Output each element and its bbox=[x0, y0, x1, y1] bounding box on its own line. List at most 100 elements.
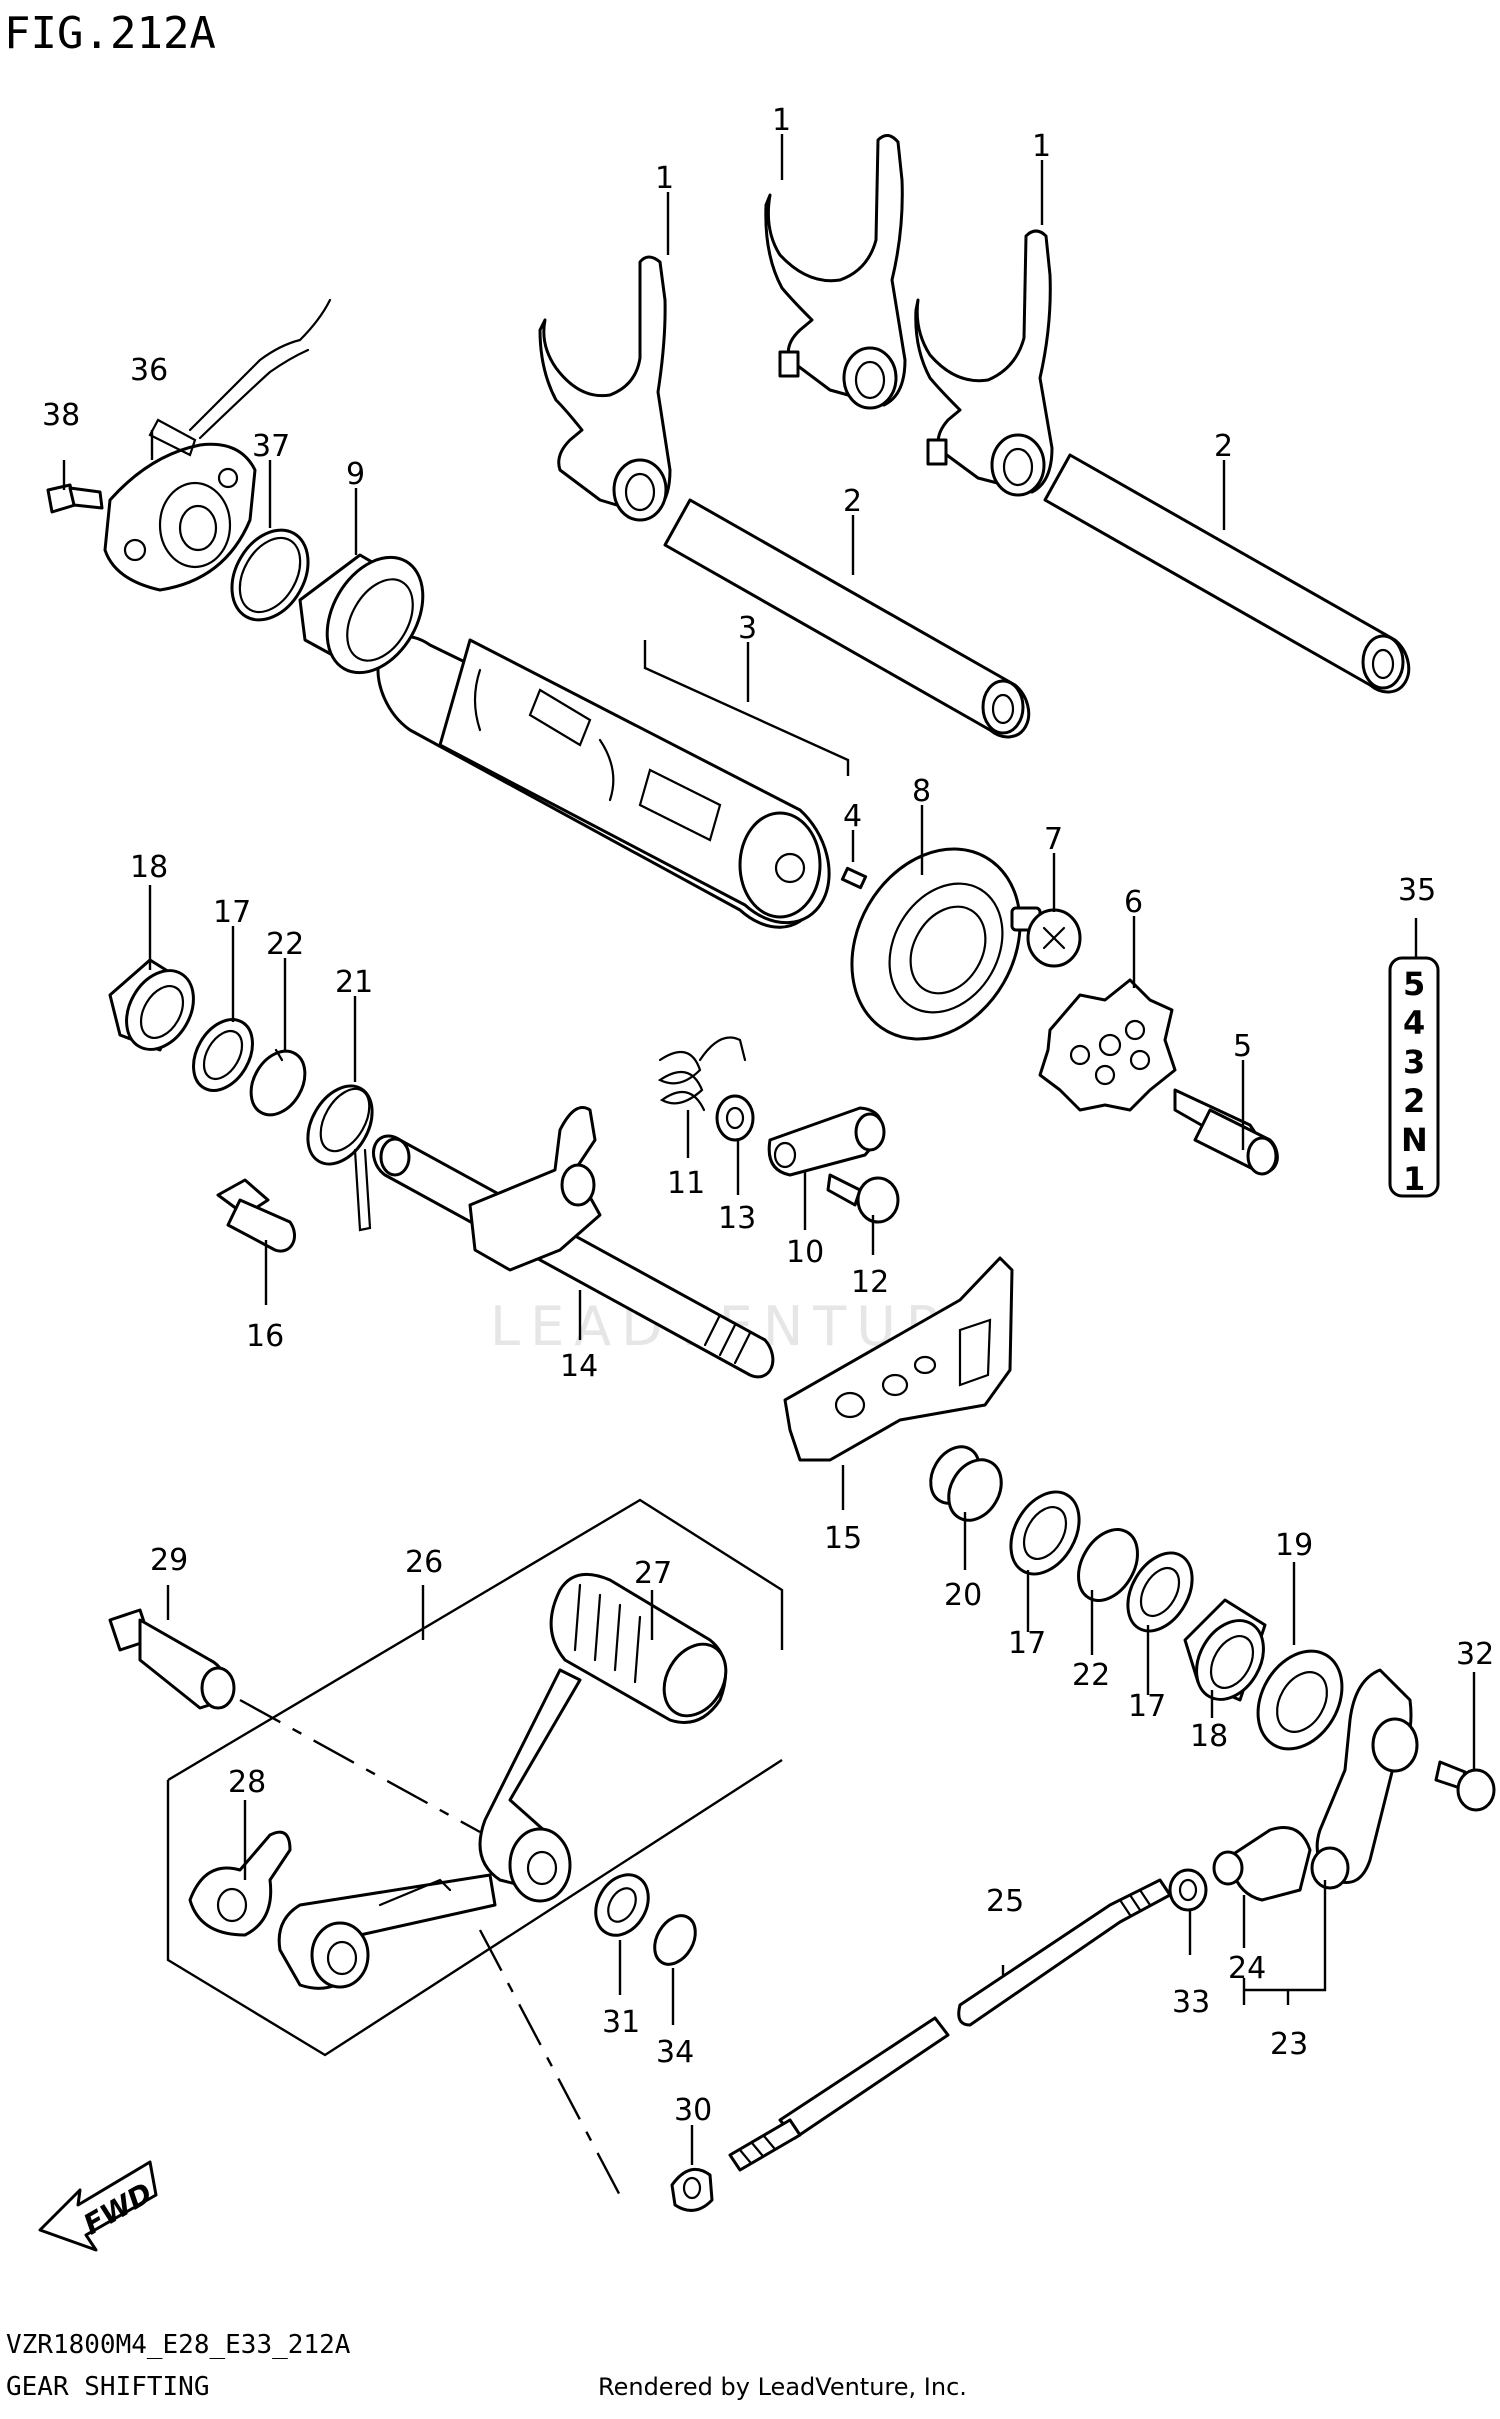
bearing-18a bbox=[108, 958, 195, 1052]
fwd-arrow-icon: FWD bbox=[38, 2160, 158, 2252]
gear-cam-6 bbox=[1038, 978, 1177, 1112]
callout-32: 32 bbox=[1456, 1637, 1494, 1672]
circlip-34 bbox=[653, 1914, 697, 1966]
return-spring-21 bbox=[306, 1084, 374, 1232]
washer-17a bbox=[192, 1018, 254, 1092]
callout-11: 11 bbox=[667, 1166, 705, 1201]
gear-indicator-label-3: 3 bbox=[1403, 1043, 1425, 1081]
callout-28: 28 bbox=[228, 1765, 266, 1800]
gear-indicator-label-n: N bbox=[1401, 1121, 1428, 1159]
callout-numbers: 1 1 1 2 2 3 4 5 6 7 8 9 10 11 12 13 14 1… bbox=[42, 103, 1494, 2128]
spring-washer-20 bbox=[929, 1445, 1003, 1522]
oil-seal-19 bbox=[1256, 1649, 1344, 1751]
pivot-bolt-29 bbox=[108, 1608, 236, 1710]
washer-17c bbox=[1126, 1551, 1194, 1633]
callout-22b: 22 bbox=[1072, 1658, 1110, 1693]
callout-26: 26 bbox=[405, 1545, 443, 1580]
gear-indicator-label-4: 4 bbox=[1403, 1004, 1425, 1042]
callout-14: 14 bbox=[560, 1349, 598, 1384]
callout-33: 33 bbox=[1172, 1985, 1210, 2020]
callout-21: 21 bbox=[335, 965, 373, 1000]
plate-15 bbox=[783, 1256, 1014, 1462]
bolt-7 bbox=[1010, 906, 1082, 968]
model-code: VZR1800M4_E28_E33_212A bbox=[6, 2330, 351, 2360]
shift-fork-1c bbox=[914, 229, 1054, 497]
figure-title: FIG.212A bbox=[4, 8, 216, 59]
callout-2a: 2 bbox=[843, 484, 862, 519]
callout-1c: 1 bbox=[1032, 129, 1051, 164]
fork-shaft-2b bbox=[1043, 453, 1411, 694]
callout-13: 13 bbox=[718, 1201, 756, 1236]
callout-4: 4 bbox=[843, 799, 862, 834]
callout-6: 6 bbox=[1124, 885, 1143, 920]
callout-20: 20 bbox=[944, 1578, 982, 1613]
stopper-bolt-16 bbox=[216, 1178, 296, 1253]
bearing-18b bbox=[1183, 1598, 1267, 1702]
gearshift-lever-23 bbox=[1310, 1668, 1419, 1890]
shift-fork-1b bbox=[764, 134, 907, 410]
callout-29: 29 bbox=[150, 1543, 188, 1578]
washer-31 bbox=[594, 1873, 650, 1937]
callout-31: 31 bbox=[602, 2005, 640, 2040]
washer-13 bbox=[715, 1094, 755, 1142]
leader-lines bbox=[62, 134, 1476, 2165]
gear-indicator-label-2: 2 bbox=[1403, 1082, 1425, 1120]
callout-34: 34 bbox=[656, 2035, 694, 2070]
callout-36: 36 bbox=[130, 353, 168, 388]
nut-33 bbox=[1168, 1868, 1208, 1912]
callout-35: 35 bbox=[1398, 873, 1436, 908]
spring-11 bbox=[657, 1036, 747, 1112]
callout-9: 9 bbox=[346, 457, 365, 492]
callout-5: 5 bbox=[1233, 1029, 1252, 1064]
o-ring-37 bbox=[230, 528, 310, 622]
callout-18b: 18 bbox=[1190, 1719, 1228, 1754]
gear-indicator-label-5: 5 bbox=[1403, 965, 1425, 1003]
callout-37: 37 bbox=[252, 429, 290, 464]
callout-18a: 18 bbox=[130, 850, 168, 885]
callout-10: 10 bbox=[786, 1235, 824, 1270]
callout-19: 19 bbox=[1275, 1528, 1313, 1563]
callout-17c: 17 bbox=[1128, 1689, 1166, 1724]
callout-17b: 17 bbox=[1008, 1626, 1046, 1661]
callout-25: 25 bbox=[986, 1884, 1024, 1919]
nut-30 bbox=[670, 2167, 714, 2212]
gear-indicator-label-1: 1 bbox=[1403, 1160, 1425, 1198]
pedal-rubber-27 bbox=[549, 1572, 728, 1724]
callout-2b: 2 bbox=[1214, 429, 1233, 464]
callout-17a: 17 bbox=[213, 895, 251, 930]
joint-24 bbox=[1212, 1826, 1312, 1902]
callout-27: 27 bbox=[634, 1556, 672, 1591]
pin-4 bbox=[840, 866, 868, 890]
callout-1a: 1 bbox=[655, 161, 674, 196]
shift-drum bbox=[376, 634, 831, 929]
circlip-22a bbox=[249, 1048, 307, 1117]
callout-24: 24 bbox=[1228, 1951, 1266, 1986]
gearshift-shaft-14 bbox=[372, 1106, 775, 1379]
bolt-32 bbox=[1434, 1760, 1496, 1812]
gearshift-rod-25 bbox=[728, 1878, 1172, 2172]
callout-15: 15 bbox=[824, 1521, 862, 1556]
section-name: GEAR SHIFTING bbox=[6, 2372, 210, 2402]
callout-8: 8 bbox=[912, 774, 931, 809]
alignment-line-a bbox=[239, 1698, 481, 1834]
washer-17b bbox=[1009, 1490, 1081, 1576]
callout-23: 23 bbox=[1270, 2027, 1308, 2062]
pedal-assembly-box-26 bbox=[166, 1498, 784, 2057]
pivot-bolt-28 bbox=[188, 1830, 292, 1937]
fork-shaft-2a bbox=[663, 498, 1031, 739]
gear-indicator-35: 5 4 3 2 N 1 bbox=[1388, 956, 1440, 1198]
callout-30: 30 bbox=[674, 2093, 712, 2128]
pin-5 bbox=[1173, 1088, 1279, 1176]
circlip-22b bbox=[1077, 1528, 1139, 1602]
callout-7: 7 bbox=[1044, 822, 1063, 857]
callout-3: 3 bbox=[738, 611, 757, 646]
shift-fork-1a bbox=[538, 255, 672, 522]
gear-position-sensor-36 bbox=[103, 298, 332, 592]
bolt-38 bbox=[46, 483, 104, 514]
alignment-line-b bbox=[478, 1929, 627, 2206]
shift-pedal-arm bbox=[277, 1668, 582, 1990]
arm-10 bbox=[767, 1106, 886, 1177]
callout-22a: 22 bbox=[266, 927, 304, 962]
